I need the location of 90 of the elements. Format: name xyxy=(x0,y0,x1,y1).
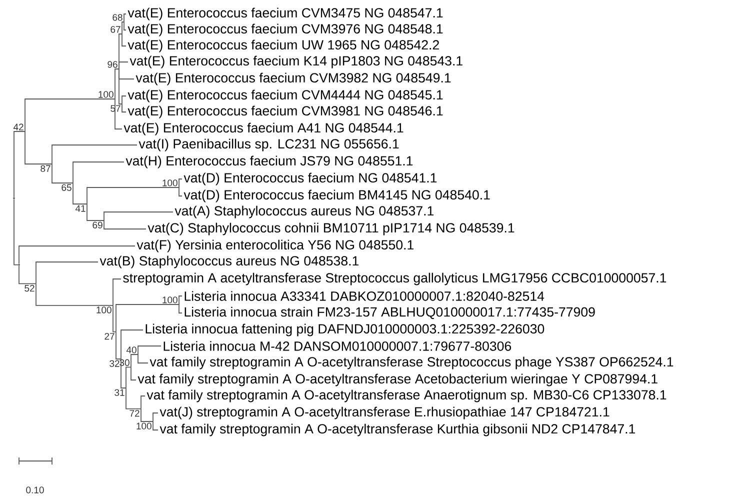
taxon-label: vat(E) Enterococcus faecium UW 1965 NG 048542.2 xyxy=(128,40,439,52)
tree-branch xyxy=(126,388,142,410)
taxon-label: vat(E) Enterococcus faecium CVM3982 NG 048549.1 xyxy=(136,72,451,86)
scale-value: 0.10 xyxy=(26,486,44,494)
tree-branch xyxy=(120,330,144,360)
tree-branch xyxy=(14,131,26,198)
bootstrap-value: 67 xyxy=(110,26,120,33)
tree-branch xyxy=(122,96,126,104)
tree-branch xyxy=(122,34,126,46)
tree-branch xyxy=(140,396,146,410)
tree-branch xyxy=(14,198,18,266)
taxon-label: streptogramin A acetyltransferase Streptococcus gallolyticus LMG17956 CCBC010000057.1 xyxy=(123,272,666,286)
taxon-label: vat(E) Enterococcus faecium CVM4444 NG 048545.1 xyxy=(128,90,443,102)
bootstrap-value: 41 xyxy=(75,205,86,212)
taxon-label: vat(E) Enterococcus faecium K14 pIP1803 NG 048543.1 xyxy=(130,56,462,68)
tree-branch xyxy=(122,104,126,112)
taxon-label: vat(H) Enterococcus faecium JS79 NG 048551.1 xyxy=(126,156,413,168)
tree-branch xyxy=(126,366,132,388)
tree-branch xyxy=(116,331,122,360)
bootstrap-value: 31 xyxy=(114,389,124,396)
tree-branch xyxy=(130,354,138,368)
tree-branch xyxy=(178,304,182,314)
taxon-label: vat(E) Enterococcus faecium A41 NG 048544.1 xyxy=(124,122,404,136)
taxon-label: vat(B) Staphylococcus aureus NG 048538.1 xyxy=(100,256,358,268)
bootstrap-value: 100 xyxy=(96,306,112,314)
taxon-label: vat family streptogramin A O-acetyltransferase Acetobacterium wieringae Y CP087994.1 xyxy=(138,374,658,386)
bootstrap-value: 40 xyxy=(126,346,136,354)
taxon-label: vat(D) Enterococcus faecium BM4145 NG 048540.1 xyxy=(184,190,490,202)
bootstrap-value: 32 xyxy=(110,360,120,367)
tree-branch xyxy=(112,304,116,332)
taxon-label: vat(C) Staphylococcus cohnii BM10711 pIP1714 NG 048539.1 xyxy=(148,222,514,236)
tree-branch xyxy=(24,98,116,132)
tree-branch xyxy=(114,68,120,100)
taxon-label: vat(D) Enterococcus faecium NG 048541.1 xyxy=(184,172,437,186)
taxon-label: vat(E) Enterococcus faecium CVM3475 NG 048547.1 xyxy=(128,8,443,20)
tree-branch xyxy=(122,22,124,34)
tree-branch xyxy=(124,22,126,30)
tree-branch xyxy=(140,408,154,422)
tree-branch xyxy=(24,131,52,164)
taxon-label: vat(I) Paenibacillus sp. LC231 NG 055656.1 xyxy=(138,138,399,152)
taxon-label: vat(E) Enterococcus faecium CVM3976 NG 048548.1 xyxy=(128,24,443,36)
tree-branch xyxy=(36,262,98,284)
tree-branch xyxy=(36,283,114,306)
tree-branch xyxy=(104,220,146,230)
bootstrap-value: 100 xyxy=(98,91,114,98)
taxon-label: vat(J) streptogramin A O-acetyltransferase E.rhusiopathiae 147 CP184721.1 xyxy=(160,406,610,420)
tree-branch xyxy=(52,144,138,164)
tree-branch xyxy=(152,421,158,430)
tree-branch xyxy=(72,162,124,184)
tree-branch xyxy=(118,68,122,104)
tree-branch xyxy=(178,296,182,305)
tree-branch xyxy=(178,178,182,188)
taxon-label: vat family streptogramin A O-acetyltransferase Kurthia gibsonii ND2 CP147847.1 xyxy=(160,424,636,436)
bootstrap-value: 100 xyxy=(162,180,178,186)
bootstrap-value: 100 xyxy=(136,422,152,430)
bootstrap-value: 87 xyxy=(40,165,50,172)
tree-branch xyxy=(124,14,126,22)
tree-branch xyxy=(138,346,162,355)
bootstrap-value: 100 xyxy=(162,296,178,304)
bootstrap-value: 96 xyxy=(108,61,118,68)
bootstrap-value: 69 xyxy=(92,222,102,228)
tree-branch xyxy=(18,246,136,264)
taxon-label: vat family streptogramin A O-acetyltransferase Anaerotignum sp. MB30-C6 CP133078.1 xyxy=(146,390,666,402)
bootstrap-value: 68 xyxy=(112,14,122,21)
tree-branch xyxy=(18,265,36,284)
bootstrap-value: 27 xyxy=(104,333,114,340)
tree-branch xyxy=(178,187,182,196)
tree-branch xyxy=(130,366,136,380)
tree-branch xyxy=(52,164,74,184)
tree-branch xyxy=(86,187,180,204)
bootstrap-value: 72 xyxy=(130,410,140,417)
taxon-label: vat(A) Staphylococcus aureus NG 048537.1 xyxy=(174,206,434,218)
bootstrap-value: 42 xyxy=(13,124,24,130)
taxon-label: vat(F) Yersinia enterocolitica Y56 NG 048550.1 xyxy=(136,240,414,252)
taxon-label: vat(E) Enterococcus faecium CVM3981 NG 048546.1 xyxy=(128,106,443,118)
bootstrap-value: 65 xyxy=(62,184,72,191)
taxon-label: vat family streptogramin A O-acetyltransferase Streptococcus phage YS387 OP662524.1 xyxy=(150,356,674,370)
taxon-label: Listeria innocua M-42 DANSOM010000007.1:79677-80306 xyxy=(164,341,512,351)
taxon-label: Listeria innocua fattening pig DAFNDJ010000003.1:225392-226030 xyxy=(146,324,544,336)
tree-branch xyxy=(116,304,180,332)
tree-branch xyxy=(112,278,122,306)
tree-branch xyxy=(138,354,148,364)
tree-branch xyxy=(118,62,128,70)
taxon-label: Listeria innocua strain FM23-157 ABLHUQ010000017.1:77435-77909 xyxy=(184,306,595,320)
tree-branch xyxy=(72,182,88,204)
bootstrap-value: 52 xyxy=(24,284,34,292)
tree-branch xyxy=(104,212,174,221)
tree-branch xyxy=(152,412,158,422)
tree-branch xyxy=(86,204,104,221)
taxon-label: Listeria innocua A33341 DABKOZ010000007.1:82040-82514 xyxy=(184,291,544,301)
